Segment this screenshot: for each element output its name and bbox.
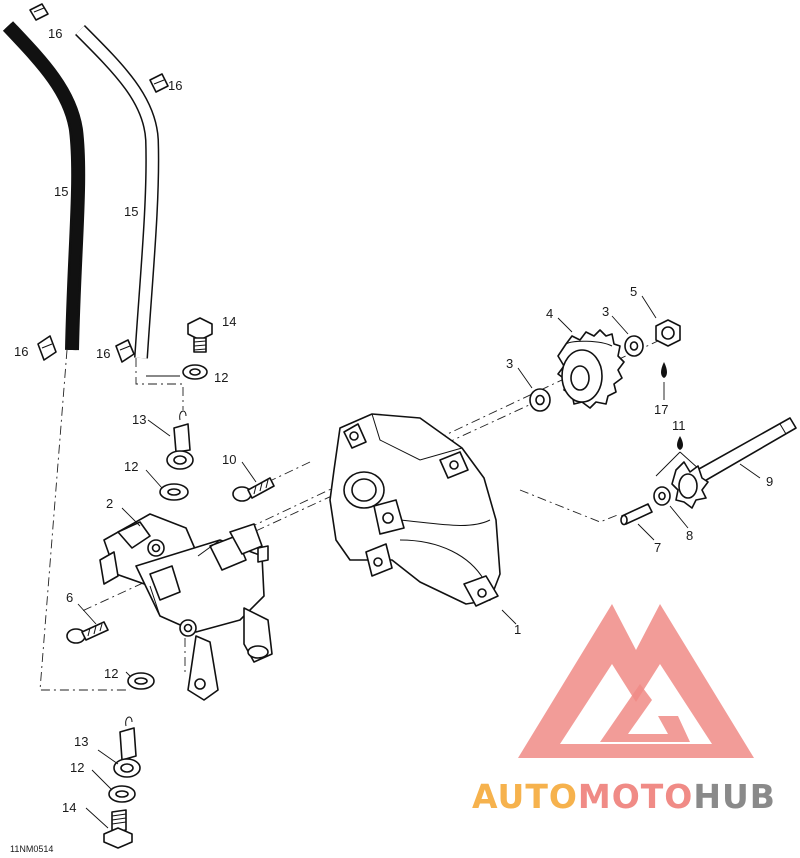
clamp-bottom-left — [37, 335, 57, 361]
logo-triangle-mark — [518, 604, 754, 758]
shaft-washer — [653, 486, 671, 506]
callout-12-bottom: 12 — [70, 760, 84, 775]
callout-11: 11 — [672, 418, 686, 433]
callout-14-bottom: 14 — [62, 800, 76, 815]
callout-1: 1 — [514, 622, 521, 637]
drawing-code: 11NM0514 — [10, 844, 53, 854]
pump-shaft — [671, 417, 797, 509]
logo-wordmark: AUTOMOTOHUB — [472, 777, 776, 816]
callout-6: 6 — [66, 590, 73, 605]
callout-16-top-left: 16 — [48, 26, 62, 41]
callout-16-bottom-left: 16 — [14, 344, 28, 359]
logo-word-moto: MOTO — [578, 777, 693, 816]
clamp-top-right — [149, 73, 169, 93]
callout-14-top: 14 — [222, 314, 236, 329]
callout-12-top: 12 — [214, 370, 228, 385]
callout-5: 5 — [630, 284, 637, 299]
fitting-top — [166, 410, 194, 470]
callout-10: 10 — [222, 452, 236, 467]
callout-3-left: 3 — [506, 356, 513, 371]
automotohub-logo: AUTOMOTOHUB — [472, 604, 776, 816]
banjo-bolt-top — [187, 317, 213, 353]
callout-2: 2 — [106, 496, 113, 511]
callout-9: 9 — [766, 474, 773, 489]
clamp-bottom-right — [115, 339, 135, 363]
callout-3-right: 3 — [602, 304, 609, 319]
washer-top — [182, 364, 208, 380]
callout-15-right: 15 — [124, 204, 138, 219]
logo-word-auto: AUTO — [472, 777, 578, 816]
pin — [620, 503, 653, 526]
washer-gear-right — [624, 335, 644, 357]
loctite-drop-17 — [661, 362, 667, 378]
drive-gear — [557, 329, 625, 409]
fitting-lower — [113, 716, 141, 778]
washer-lower — [127, 672, 155, 690]
callout-7: 7 — [654, 540, 661, 555]
nut — [655, 319, 681, 347]
logo-word-hub: HUB — [693, 777, 776, 816]
washer-bottom — [108, 785, 136, 803]
callout-16-top-right: 16 — [168, 78, 182, 93]
callout-13-lower: 13 — [74, 734, 88, 749]
callout-12-lower: 12 — [104, 666, 118, 681]
oil-line-left — [2, 21, 86, 351]
callout-16-bottom-right: 16 — [96, 346, 110, 361]
screw-right — [232, 477, 275, 502]
callout-12-middle: 12 — [124, 459, 138, 474]
washer-middle — [159, 483, 189, 501]
callout-15-left: 15 — [54, 184, 68, 199]
callout-4: 4 — [546, 306, 553, 321]
oil-line-right — [75, 25, 160, 359]
callout-8: 8 — [686, 528, 693, 543]
callout-labels: 16 16 15 15 16 16 14 12 13 10 12 2 6 12 … — [10, 26, 773, 854]
washer-gear-left — [529, 388, 551, 412]
leader-lines — [77, 295, 761, 829]
banjo-bolt-bottom — [103, 809, 133, 849]
callout-13-top: 13 — [132, 412, 146, 427]
clamp-top-left — [29, 3, 49, 21]
screw-left — [66, 621, 109, 644]
callout-17: 17 — [654, 402, 668, 417]
logo-inner-g — [600, 684, 690, 742]
pump-drive-cover — [329, 413, 501, 607]
oil-pump-body — [99, 513, 273, 701]
